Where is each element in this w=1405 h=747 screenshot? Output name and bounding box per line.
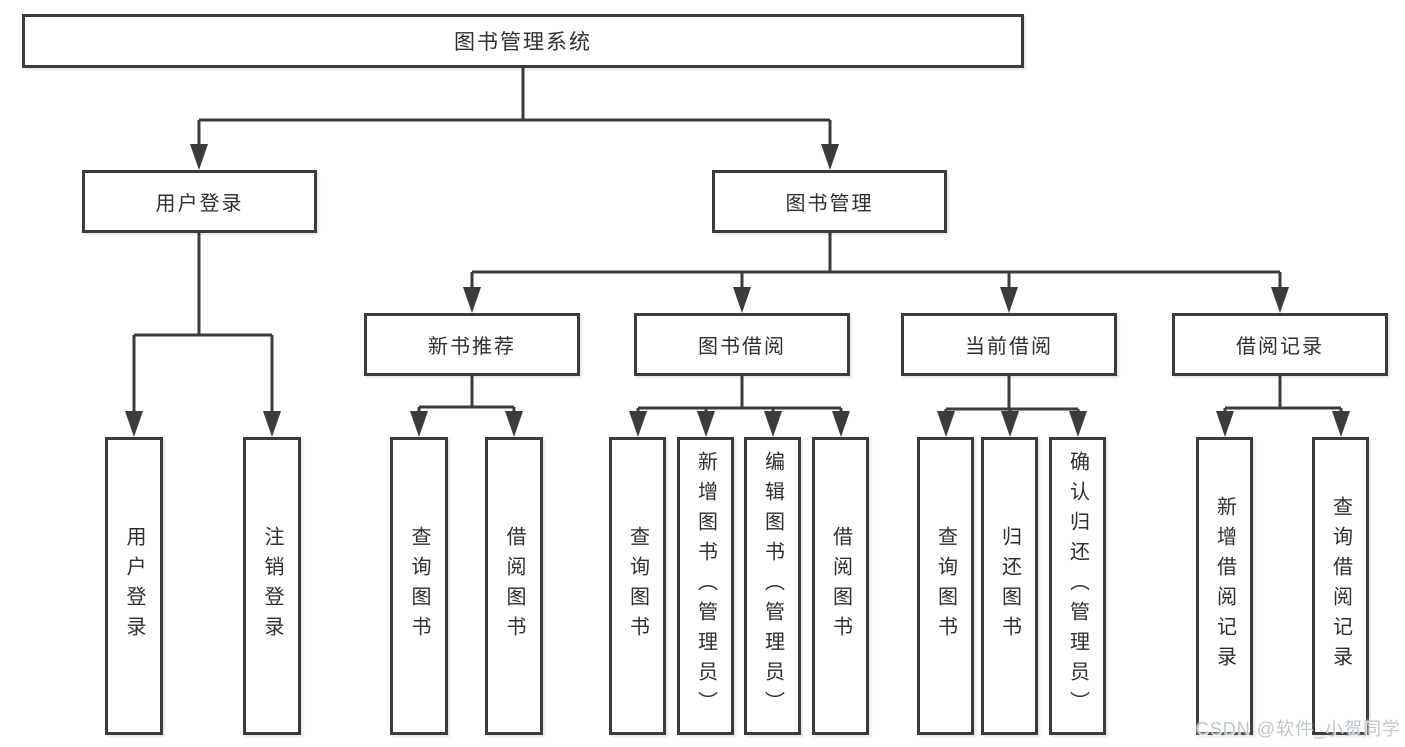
node-book-borrow-label: 图书借阅 bbox=[698, 336, 786, 358]
leaf-borrow-add-admin: 新增图书（管理员） bbox=[677, 437, 734, 735]
leaf-logout-label: 注销登录 bbox=[261, 526, 283, 646]
node-user-login-branch: 用户登录 bbox=[82, 170, 317, 233]
leaf-current-query-label: 查询图书 bbox=[934, 526, 957, 646]
leaf-user-login: 用户登录 bbox=[105, 437, 163, 735]
leaf-current-query: 查询图书 bbox=[917, 437, 974, 735]
node-book-mgmt-branch-label: 图书管理 bbox=[785, 193, 874, 215]
node-current-borrow-label: 当前借阅 bbox=[965, 336, 1053, 358]
leaf-borrow-query: 查询图书 bbox=[609, 437, 666, 735]
leaf-borrow-edit-admin-label: 编辑图书（管理员） bbox=[761, 451, 784, 721]
connector-current-to-leaves bbox=[944, 376, 1080, 413]
connector-root-to-level1 bbox=[197, 67, 832, 146]
leaf-record-query: 查询借阅记录 bbox=[1312, 437, 1369, 735]
connector-borrow-to-leaves bbox=[636, 376, 843, 413]
leaf-borrow-book-label: 借阅图书 bbox=[829, 526, 852, 646]
node-system-root: 图书管理系统 bbox=[22, 14, 1024, 68]
node-borrow-records: 借阅记录 bbox=[1172, 313, 1388, 376]
leaf-user-login-label: 用户登录 bbox=[123, 526, 145, 646]
node-book-borrow: 图书借阅 bbox=[634, 313, 850, 376]
node-current-borrow: 当前借阅 bbox=[901, 313, 1117, 376]
leaf-current-confirm-admin: 确认归还（管理员） bbox=[1049, 437, 1106, 735]
connector-records-to-leaves bbox=[1223, 376, 1343, 413]
watermark: CSDN @软件_小贺同学 bbox=[1195, 719, 1401, 739]
leaf-newbook-borrow-label: 借阅图书 bbox=[503, 526, 525, 646]
connector-newbook-to-leaves bbox=[417, 376, 516, 413]
leaf-current-confirm-admin-label: 确认归还（管理员） bbox=[1066, 451, 1089, 721]
connector-mgmt-to-sections bbox=[470, 233, 1282, 289]
arrowheads bbox=[125, 144, 1350, 437]
connector-login-to-leaves bbox=[132, 233, 274, 413]
leaf-borrow-edit-admin: 编辑图书（管理员） bbox=[744, 437, 801, 735]
leaf-borrow-book: 借阅图书 bbox=[812, 437, 869, 735]
node-user-login-branch-label: 用户登录 bbox=[155, 193, 244, 215]
node-new-book-rec-label: 新书推荐 bbox=[428, 336, 516, 358]
node-borrow-records-label: 借阅记录 bbox=[1236, 336, 1324, 358]
leaf-record-query-label: 查询借阅记录 bbox=[1329, 496, 1352, 676]
leaf-current-return-label: 归还图书 bbox=[998, 526, 1021, 646]
leaf-record-add-label: 新增借阅记录 bbox=[1213, 496, 1236, 676]
leaf-newbook-query: 查询图书 bbox=[390, 437, 448, 735]
node-book-mgmt-branch: 图书管理 bbox=[712, 170, 947, 233]
leaf-borrow-query-label: 查询图书 bbox=[626, 526, 649, 646]
leaf-logout: 注销登录 bbox=[243, 437, 301, 735]
leaf-current-return: 归还图书 bbox=[981, 437, 1038, 735]
leaf-borrow-add-admin-label: 新增图书（管理员） bbox=[694, 451, 717, 721]
node-system-root-label: 图书管理系统 bbox=[454, 31, 592, 54]
leaf-newbook-borrow: 借阅图书 bbox=[485, 437, 543, 735]
leaf-record-add: 新增借阅记录 bbox=[1196, 437, 1253, 735]
leaf-newbook-query-label: 查询图书 bbox=[408, 526, 430, 646]
node-new-book-rec: 新书推荐 bbox=[364, 313, 580, 376]
